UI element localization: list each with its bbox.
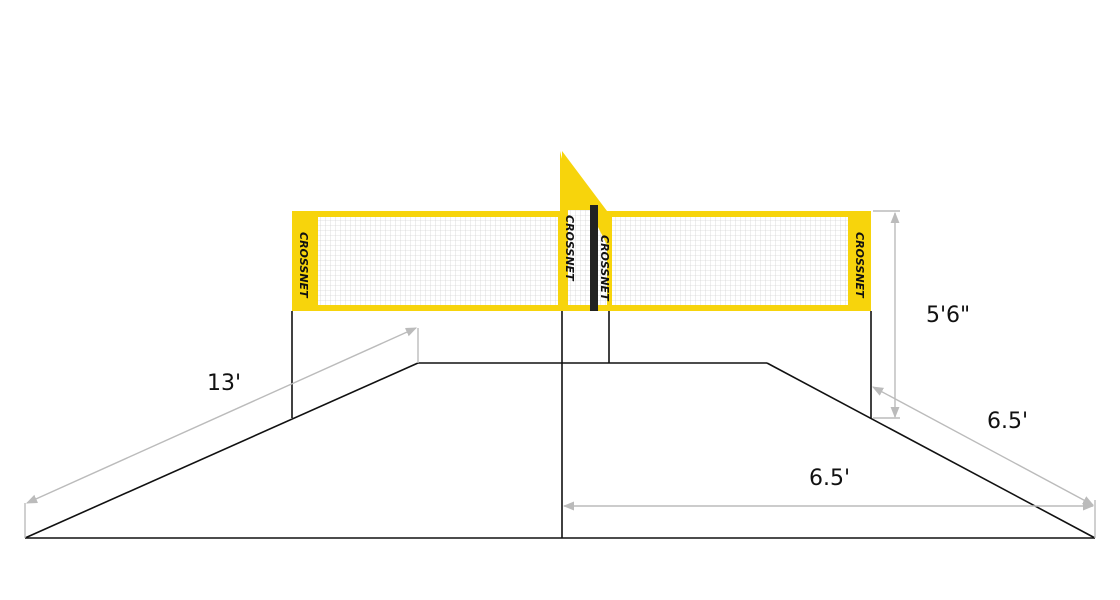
brand-label-center: CROSSNET: [563, 215, 576, 282]
side-dimension-arrow: [872, 386, 1094, 506]
diagonal-dimension-label: 13': [207, 371, 241, 396]
net-assembly: CROSSNET CROSSNET CROSSNET CROSSNET: [292, 151, 871, 311]
brand-label-right: CROSSNET: [853, 232, 866, 299]
brand-label-cross: CROSSNET: [598, 235, 611, 302]
court-right-edge: [766, 362, 1096, 539]
half-width-dimension-label: 6.5': [809, 466, 850, 491]
diagonal-dimension-arrow: [25, 327, 418, 504]
dimension-lines: [24, 210, 1096, 538]
side-dimension-label: 6.5': [987, 409, 1028, 434]
height-dimension-label: 5'6": [926, 303, 970, 328]
brand-label-left: CROSSNET: [297, 232, 310, 299]
court-outline: [24, 311, 1096, 539]
center-pole: [590, 205, 598, 311]
